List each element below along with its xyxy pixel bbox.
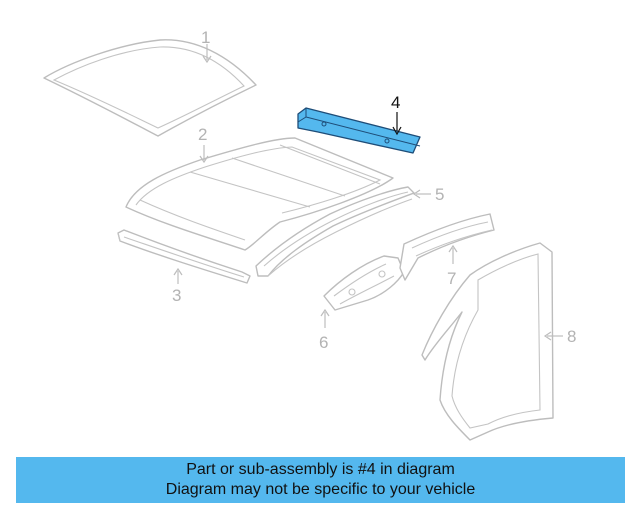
- part-8-door-frame: [421, 242, 554, 441]
- callout-leaders: [173, 44, 563, 341]
- part-3-header-rail: [117, 229, 251, 284]
- part-7-door-frame-upper: [399, 213, 495, 281]
- info-banner: Part or sub-assembly is #4 in diagram Di…: [16, 457, 625, 503]
- part-6-a-pillar: [323, 255, 405, 311]
- callout-2: 2: [198, 125, 207, 144]
- callout-6: 6: [319, 333, 328, 352]
- callout-5: 5: [435, 185, 444, 204]
- banner-line-1: Part or sub-assembly is #4 in diagram: [186, 461, 455, 478]
- callout-7: 7: [447, 269, 456, 288]
- callout-8: 8: [567, 327, 576, 346]
- banner-line-2: Diagram may not be specific to your vehi…: [165, 481, 476, 498]
- callout-1: 1: [201, 28, 210, 47]
- callout-4: 4: [391, 93, 400, 112]
- callout-3: 3: [172, 286, 181, 305]
- part-5-roof-side-rail: [255, 186, 415, 277]
- parts-diagram: 1 2 3 4 5 6 7 8: [43, 28, 576, 441]
- part-2-roof-frame: [125, 137, 394, 251]
- part-1-roof-panel: [43, 39, 257, 137]
- part-4-highlighted: [297, 107, 421, 154]
